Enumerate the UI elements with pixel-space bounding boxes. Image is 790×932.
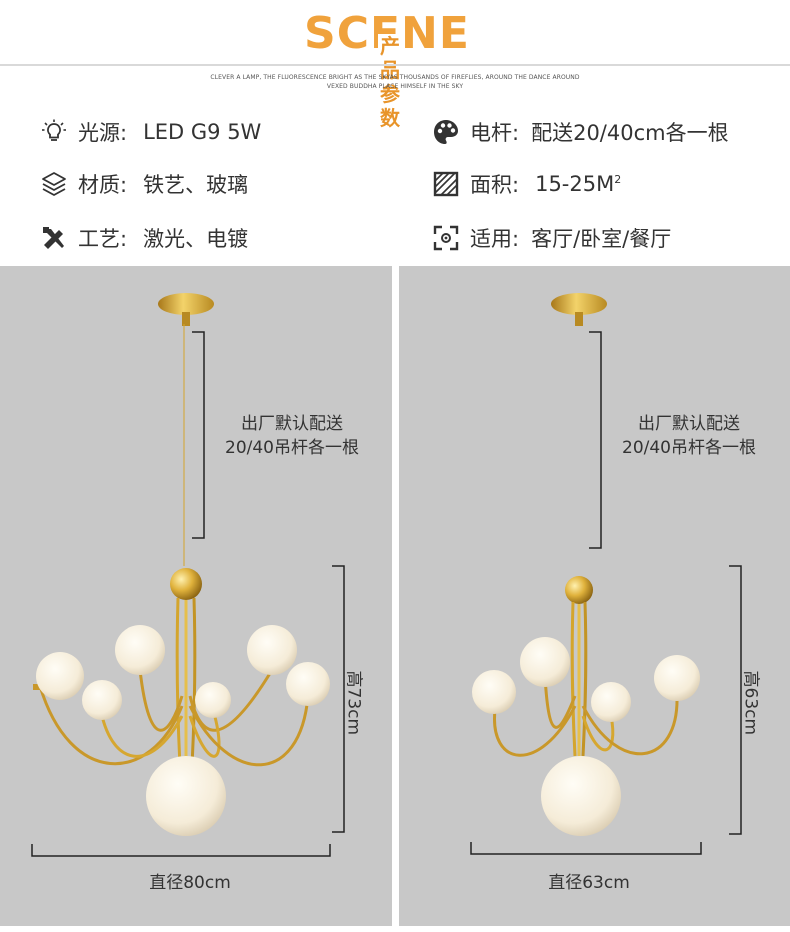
brand-subtitle: 产品参数: [378, 34, 404, 130]
spec-label: 光源:: [78, 121, 128, 145]
spec-light-source: 光源: LED G9 5W: [40, 116, 261, 148]
rod-note: 出厂默认配送 20/40吊杆各一根: [609, 412, 769, 460]
spec-label: 材质:: [78, 173, 128, 197]
tagline-line-1: CLEVER A LAMP, THE FLUORESCENCE BRIGHT A…: [210, 74, 580, 81]
spec-area: 面积: 15-25M2: [432, 168, 621, 200]
rod-note: 出厂默认配送 20/40吊杆各一根: [212, 412, 372, 460]
lightbulb-icon: [40, 118, 68, 146]
spec-label: 工艺:: [78, 227, 128, 251]
spec-label: 适用:: [470, 227, 520, 251]
height-label: 高73cm: [343, 670, 364, 736]
spec-label: 面积:: [470, 173, 520, 197]
spec-usage: 适用: 客厅/卧室/餐厅: [432, 222, 671, 254]
rod-note-line-2: 20/40吊杆各一根: [622, 438, 756, 458]
tools-icon: [40, 224, 68, 252]
diameter-label: 直径80cm: [149, 873, 231, 893]
palette-icon: [432, 118, 460, 146]
product-panel-large: 出厂默认配送 20/40吊杆各一根 高73cm 直径80cm: [0, 266, 392, 926]
spec-value-text: 15-25M: [535, 172, 615, 196]
focus-icon: [432, 224, 460, 252]
rod-note-line-1: 出厂默认配送: [241, 414, 343, 434]
chandelier-large-illustration: [31, 293, 345, 857]
spec-value: 15-25M2: [535, 172, 621, 196]
spec-value: 铁艺、玻璃: [143, 173, 249, 197]
product-panel-small: 出厂默认配送 20/40吊杆各一根 高63cm 直径63cm: [399, 266, 790, 926]
layers-icon: [40, 170, 68, 198]
spec-value: LED G9 5W: [143, 120, 262, 144]
spec-label: 电杆:: [470, 121, 520, 145]
diameter-label: 直径63cm: [548, 873, 630, 893]
rod-note-line-2: 20/40吊杆各一根: [225, 438, 359, 458]
header-divider: [0, 64, 790, 66]
header: SCENE 产品参数 CLEVER A LAMP, THE FLUORESCEN…: [0, 0, 790, 130]
spec-rod: 电杆: 配送20/40cm各一根: [432, 116, 729, 148]
spec-value-superscript: 2: [614, 173, 622, 186]
tagline-line-2: VEXED BUDDHA PLACE HIMSELF IN THE SKY: [326, 83, 464, 90]
height-label: 高63cm: [740, 670, 761, 736]
area-icon: [432, 170, 460, 198]
spec-value: 客厅/卧室/餐厅: [531, 227, 672, 251]
spec-material: 材质: 铁艺、玻璃: [40, 168, 248, 200]
spec-value: 激光、电镀: [143, 227, 249, 251]
spec-value: 配送20/40cm各一根: [531, 121, 729, 145]
rod-note-line-1: 出厂默认配送: [638, 414, 740, 434]
chandelier-small-illustration: [470, 293, 742, 855]
spec-craft: 工艺: 激光、电镀: [40, 222, 248, 254]
